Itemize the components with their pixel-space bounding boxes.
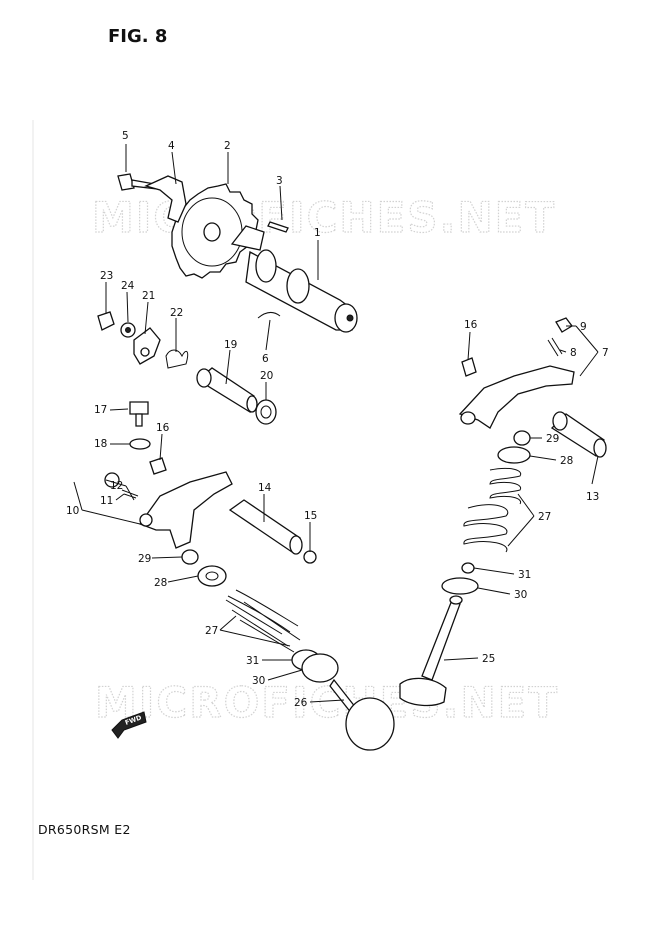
callout-1: 1 bbox=[314, 227, 321, 239]
callout-31-left: 31 bbox=[246, 655, 259, 667]
callout-21: 21 bbox=[142, 290, 155, 302]
callout-9: 9 bbox=[580, 321, 587, 333]
callout-19: 19 bbox=[224, 339, 237, 351]
callout-25: 25 bbox=[482, 653, 495, 665]
callout-11: 11 bbox=[100, 495, 113, 507]
callout-30-right: 30 bbox=[514, 589, 527, 601]
watermark-top: MICROFICHES.NET bbox=[92, 193, 556, 242]
callout-4: 4 bbox=[168, 140, 175, 152]
forward-arrow-icon: FWD bbox=[111, 711, 147, 739]
callout-23: 23 bbox=[100, 270, 113, 282]
exhaust-valve-left bbox=[197, 565, 395, 751]
intake-valve-right bbox=[399, 595, 463, 707]
o-ring-15 bbox=[303, 550, 317, 564]
callout-28-right: 28 bbox=[560, 455, 573, 467]
callout-labels: 5 4 2 3 1 6 23 24 21 22 19 20 17 18 16 1… bbox=[66, 130, 609, 709]
callout-7: 7 bbox=[602, 347, 609, 359]
leader-lines bbox=[73, 144, 599, 703]
callout-22: 22 bbox=[170, 307, 183, 319]
valve-cotter-29-right bbox=[513, 430, 531, 446]
callout-29-right: 29 bbox=[546, 433, 559, 445]
rocker-screw-17 bbox=[129, 401, 149, 415]
valve-cotter-31-right bbox=[461, 562, 475, 574]
callout-10: 10 bbox=[66, 505, 79, 517]
callout-3: 3 bbox=[276, 175, 283, 187]
callout-17: 17 bbox=[94, 404, 107, 416]
model-code: DR650RSM E2 bbox=[38, 822, 131, 837]
nut-9 bbox=[555, 317, 573, 333]
adjust-screw-8 bbox=[547, 337, 563, 357]
callout-20: 20 bbox=[260, 370, 273, 382]
callout-6: 6 bbox=[262, 353, 269, 365]
cam-clip bbox=[257, 312, 281, 319]
callout-8: 8 bbox=[570, 347, 577, 359]
valve-cotter-29-left bbox=[181, 549, 199, 565]
callout-5: 5 bbox=[122, 130, 129, 142]
valve-springs-right bbox=[463, 467, 522, 553]
dowel-pin bbox=[267, 221, 289, 233]
adjust-screw-11 bbox=[121, 485, 139, 501]
rocker-nut-12 bbox=[104, 472, 120, 488]
callout-24: 24 bbox=[121, 280, 135, 292]
camshaft bbox=[230, 225, 358, 333]
watermark-bottom: MICROFICHES.NET bbox=[95, 678, 559, 727]
callout-16-left: 16 bbox=[156, 422, 170, 434]
rocker-arm-right bbox=[458, 365, 575, 429]
callout-2: 2 bbox=[224, 140, 231, 152]
spring-seat-30-right bbox=[441, 577, 479, 595]
callout-27-right: 27 bbox=[538, 511, 551, 523]
bolt-lock-washer bbox=[144, 175, 187, 223]
callout-16-right: 16 bbox=[464, 319, 478, 331]
callout-30-left: 30 bbox=[252, 675, 265, 687]
callout-29-left: 29 bbox=[138, 553, 151, 565]
callout-31-right: 31 bbox=[518, 569, 531, 581]
cam-sprocket bbox=[171, 183, 259, 279]
callout-26: 26 bbox=[294, 697, 308, 709]
callout-27-left: 27 bbox=[205, 625, 218, 637]
clip-16-left bbox=[149, 457, 167, 475]
callout-15: 15 bbox=[304, 510, 317, 522]
washer-18 bbox=[129, 438, 151, 450]
callout-14: 14 bbox=[258, 482, 272, 494]
callout-13: 13 bbox=[586, 491, 599, 503]
callout-18: 18 bbox=[94, 438, 107, 450]
oil-seal bbox=[255, 399, 277, 425]
clip-16-right bbox=[461, 357, 477, 377]
callout-28-left: 28 bbox=[154, 577, 167, 589]
rocker-arm-left bbox=[138, 471, 233, 549]
spring-retainer-28-right bbox=[497, 446, 531, 464]
decompression-assembly bbox=[97, 311, 189, 369]
figure-title: FIG. 8 bbox=[108, 26, 168, 47]
callout-12: 12 bbox=[110, 480, 123, 492]
